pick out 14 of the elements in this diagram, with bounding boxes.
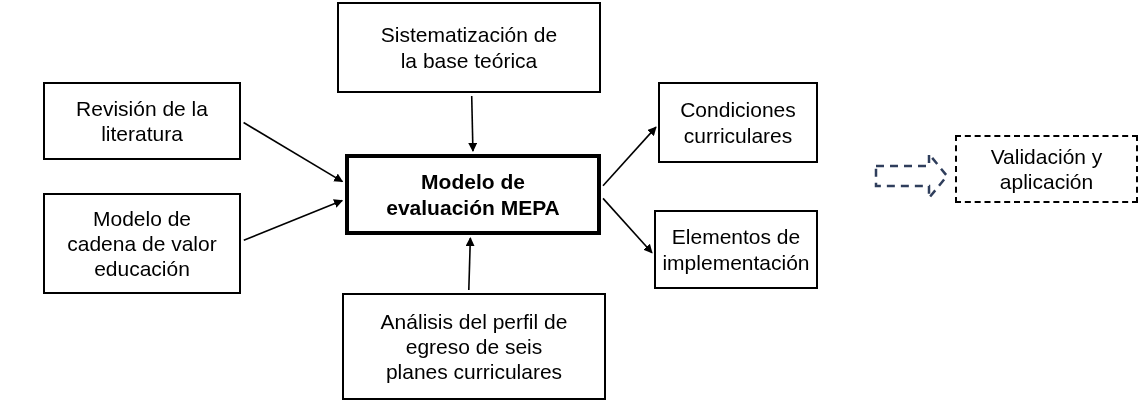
- arrow: [242, 121, 344, 183]
- arrow: [602, 126, 657, 187]
- process-box: Modelo de cadena de valor educación: [43, 193, 241, 294]
- process-box: Revisión de la literatura: [43, 82, 241, 160]
- arrow: [468, 95, 478, 152]
- dashed-box: Validación y aplicación: [955, 135, 1138, 203]
- arrow: [243, 199, 344, 242]
- process-box: Sistematización de la base teórica: [337, 2, 601, 93]
- output-box: Elementos de implementación: [654, 210, 818, 289]
- central-model-box: Modelo de evaluación MEPA: [345, 154, 601, 235]
- arrow: [465, 237, 475, 291]
- output-box: Condiciones curriculares: [658, 82, 818, 163]
- arrow: [602, 197, 653, 254]
- process-box: Análisis del perfil de egreso de seis planes curriculares: [342, 293, 606, 400]
